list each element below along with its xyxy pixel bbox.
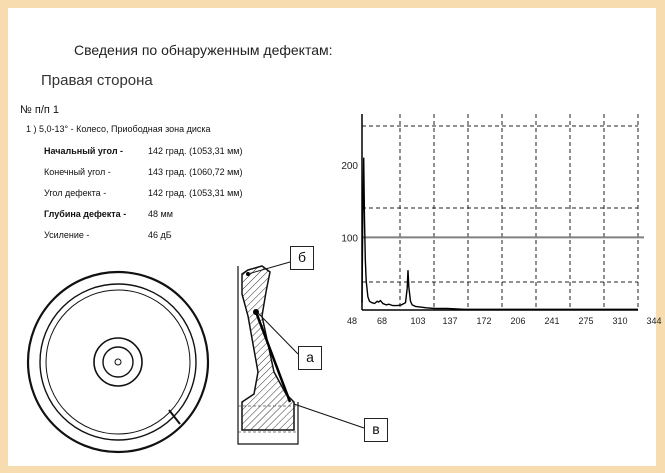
defect-location: 1 ) 5,0-13° - Колесо, Приободная зона ди… [26,124,211,134]
signal-series [361,157,638,310]
y-tick-label: 200 [341,161,358,172]
param-row-start-angle: Начальный угол - 142 град. (1053,31 мм) [44,146,242,167]
param-row-gain: Усиление - 46 дБ [44,230,242,251]
param-value: 48 мм [148,209,173,219]
param-label: Глубина дефекта - [44,209,127,219]
report-title: Сведения по обнаруженным дефектам: [74,42,333,58]
callout-leaders [247,261,365,429]
rim-cross-section [237,265,299,445]
defect-path [254,311,292,403]
wheel-face-diagram [26,270,210,454]
x-tick-label: 103 [410,316,425,326]
x-tick-label: 275 [578,316,593,326]
param-label: Конечный угол - [44,167,111,177]
x-tick-label: 344 [646,316,661,326]
param-value: 143 град. (1060,72 мм) [148,167,243,177]
x-tick-label: 137 [442,316,457,326]
signal-chart: 48 68 103 137 172 206 241 275 310 344 100 200 [341,114,662,326]
param-value: 142 град. (1053,31 мм) [148,146,243,156]
defect-marker [168,409,181,425]
x-tick-label: 172 [476,316,491,326]
param-label: Начальный угол - [44,146,124,156]
y-tick-label: 100 [341,233,358,244]
callout-v: в [364,418,388,442]
record-number: № п/п 1 [20,104,59,116]
param-row-depth: Глубина дефекта - 48 мм [44,209,242,230]
x-tick-label: 206 [510,316,525,326]
param-label: Усиление - [44,230,90,240]
x-tick-label: 241 [544,316,559,326]
param-row-defect-angle: Угол дефекта - 142 град. (1053,31 мм) [44,188,242,209]
defect-params: Начальный угол - 142 град. (1053,31 мм) … [44,146,242,251]
param-row-end-angle: Конечный угол - 143 град. (1060,72 мм) [44,167,242,188]
x-tick-label: 310 [612,316,627,326]
callout-b: б [290,246,314,270]
x-tick-label: 48 [347,316,357,326]
param-value: 142 град. (1053,31 мм) [148,188,243,198]
x-tick-label: 68 [377,316,387,326]
side-label: Правая сторона [41,72,153,89]
report-panel: Сведения по обнаруженным дефектам: Права… [8,8,662,466]
param-label: Угол дефекта - [44,188,107,198]
callout-a: а [298,346,322,370]
param-value: 46 дБ [148,230,172,240]
